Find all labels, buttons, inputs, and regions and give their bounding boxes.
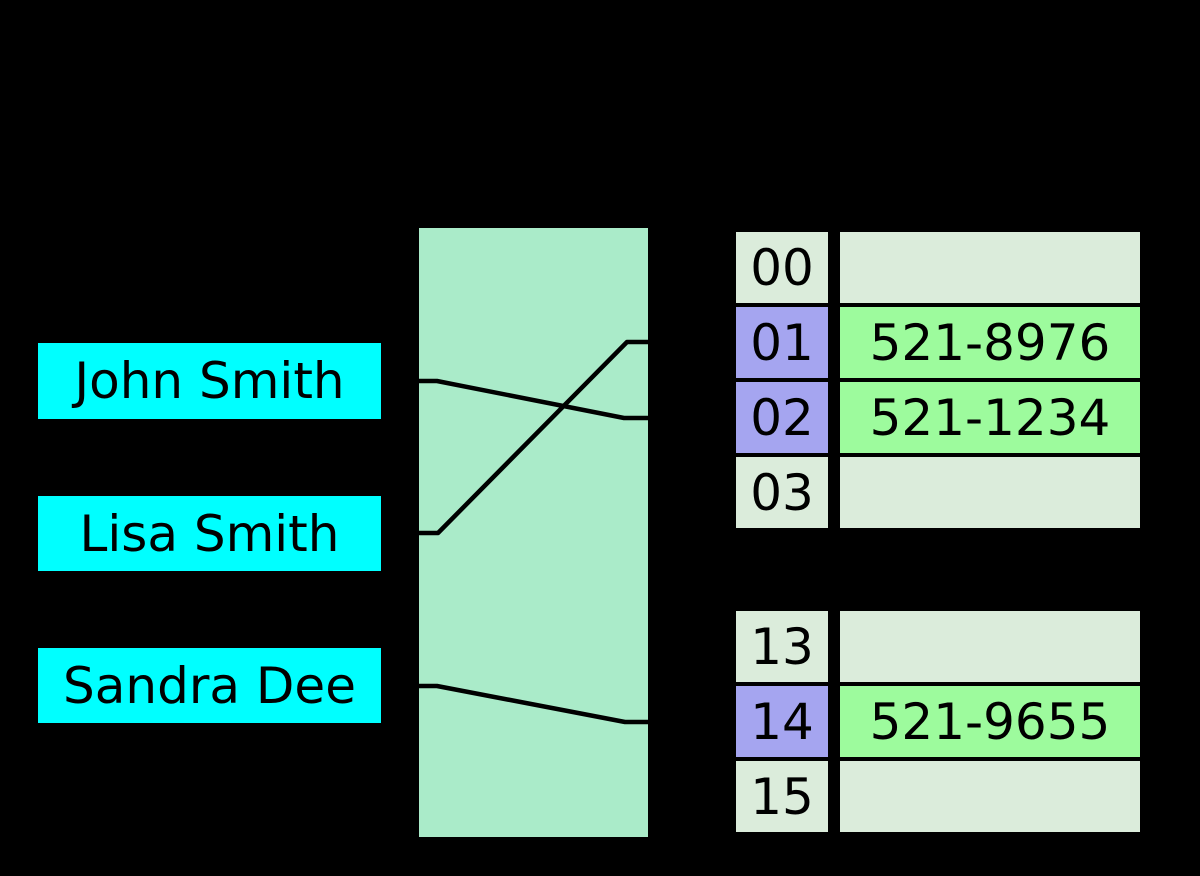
bucket-value-00 bbox=[840, 232, 1140, 303]
bucket-value-01: 521-8976 bbox=[840, 307, 1140, 378]
bucket-index-label: 14 bbox=[750, 692, 814, 751]
bucket-index-label: 03 bbox=[750, 463, 814, 522]
key-box-lisa-smith: Lisa Smith bbox=[38, 496, 381, 571]
bucket-value-03 bbox=[840, 457, 1140, 528]
bucket-value-label: 521-9655 bbox=[869, 692, 1111, 751]
bucket-index-00: 00 bbox=[736, 232, 828, 303]
bucket-index-label: 02 bbox=[750, 388, 814, 447]
key-label-john-smith: John Smith bbox=[74, 352, 345, 410]
bucket-index-label: 00 bbox=[750, 238, 814, 297]
bucket-index-01: 01 bbox=[736, 307, 828, 378]
bucket-index-label: 01 bbox=[750, 313, 814, 372]
bucket-value-02: 521-1234 bbox=[840, 382, 1140, 453]
hash-function-box bbox=[419, 228, 648, 837]
bucket-index-label: 13 bbox=[750, 617, 814, 676]
key-label-sandra-dee: Sandra Dee bbox=[63, 656, 356, 715]
bucket-value-15 bbox=[840, 761, 1140, 832]
key-box-sandra-dee: Sandra Dee bbox=[38, 648, 381, 723]
bucket-index-14: 14 bbox=[736, 686, 828, 757]
bucket-value-label: 521-8976 bbox=[869, 313, 1111, 372]
bucket-index-13: 13 bbox=[736, 611, 828, 682]
key-box-john-smith: John Smith bbox=[38, 343, 381, 419]
bucket-index-02: 02 bbox=[736, 382, 828, 453]
bucket-value-label: 521-1234 bbox=[869, 388, 1111, 447]
bucket-index-03: 03 bbox=[736, 457, 828, 528]
bucket-value-13 bbox=[840, 611, 1140, 682]
key-label-lisa-smith: Lisa Smith bbox=[79, 504, 340, 563]
bucket-index-15: 15 bbox=[736, 761, 828, 832]
bucket-value-14: 521-9655 bbox=[840, 686, 1140, 757]
bucket-index-label: 15 bbox=[750, 767, 814, 826]
